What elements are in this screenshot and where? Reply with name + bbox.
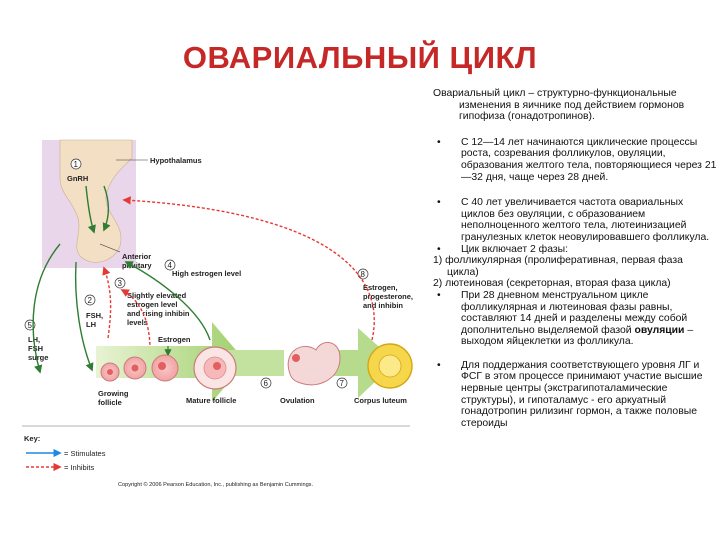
intro-text: Овариальный цикл – структурно-функционал… <box>433 88 685 123</box>
anterior-label: Anterior <box>122 252 151 261</box>
bullet-4: •При 28 дневном менструальном цикле фолл… <box>437 289 694 348</box>
estrogen-prog-line-2: progesterone, <box>363 292 413 301</box>
ovulation-label: Ovulation <box>280 396 315 405</box>
estrogen-prog-line-1: Estrogen, <box>363 283 398 292</box>
estrogen-prog-line-3: and inhibin <box>363 301 403 310</box>
inhibin-arrow <box>102 266 112 339</box>
bullet-2: •С 40 лет увеличивается частота овариаль… <box>437 197 710 243</box>
growing-label-2: follicle <box>98 398 122 407</box>
lh-surge-arrow <box>32 243 61 374</box>
oocyte-2 <box>131 364 139 372</box>
stimulates-key-label: = Stimulates <box>64 449 106 458</box>
phase-2: 2) лютеиновая (секреторная, вторая фаза … <box>433 278 671 290</box>
slightly-line-1: Slightly elevated <box>127 291 187 300</box>
step-7-number: 7 <box>340 379 345 388</box>
slightly-line-4: levels <box>127 318 148 327</box>
gnrh-stimulates-arrow-2 <box>102 185 111 232</box>
step-7-marker <box>336 377 348 389</box>
bullet-5: •Для поддержания соответствующего уровня… <box>437 359 703 429</box>
step-4-marker <box>164 259 176 271</box>
mature-oocyte <box>213 362 221 370</box>
corpus-luteum-core <box>378 354 402 378</box>
fsh-label: FSH, <box>86 311 103 320</box>
text-panel: Овариальный цикл – структурно-функционал… <box>433 88 717 429</box>
step-1-marker <box>70 158 82 170</box>
page-title: ОВАРИАЛЬНЫЙ ЦИКЛ <box>182 40 538 75</box>
lh-surge-line-3: surge <box>28 353 48 362</box>
growing-label-1: Growing <box>98 389 129 398</box>
oocyte-3 <box>158 362 166 370</box>
bullet-3: •Цик включает 2 фазы: <box>437 243 569 255</box>
released-oocyte <box>292 354 300 362</box>
ovulation-follicle <box>287 342 341 386</box>
step-2-marker <box>84 294 96 306</box>
pituitary-pointer <box>99 243 121 253</box>
fsh-lh-arrow <box>74 261 94 372</box>
hypothalamus-label: Hypothalamus <box>150 156 202 165</box>
pituitary-shape <box>59 139 133 263</box>
bullet-1: •С 12—14 лет начинаются циклические проц… <box>437 136 717 183</box>
step-6-marker <box>260 377 272 389</box>
lh-label: LH <box>86 320 96 329</box>
rising-inhibin-arrow <box>120 289 151 351</box>
estrogen-label: Estrogen <box>158 335 191 344</box>
mature-label: Mature follicle <box>186 396 236 405</box>
slightly-line-2: estrogen level <box>127 300 177 309</box>
inhibits-key-label: = Inhibits <box>64 463 94 472</box>
copyright-text: Copyright © 2006 Pearson Education, Inc.… <box>118 481 313 488</box>
step-2-number: 2 <box>88 296 93 305</box>
pituitary-label: pituitary <box>122 261 152 270</box>
high-estrogen-arrow <box>124 261 211 341</box>
gnrh-label: GnRH <box>67 174 88 183</box>
corpus-arrow <box>320 328 396 398</box>
oocyte-1 <box>107 369 113 375</box>
phase-1: 1) фолликулярная (пролиферативная, перва… <box>433 255 683 278</box>
luteal-inhibition-arrow <box>122 196 375 341</box>
step-5-number: 5 <box>28 321 33 330</box>
high-estrogen-label: High estrogen level <box>172 269 241 278</box>
step-3-number: 3 <box>118 279 123 288</box>
step-3-marker <box>114 277 126 289</box>
step-4-number: 4 <box>168 261 173 270</box>
slightly-line-3: and rising inhibin <box>127 309 190 318</box>
key-label: Key: <box>24 434 40 443</box>
step-6-number: 6 <box>264 379 269 388</box>
step-1-number: 1 <box>74 160 79 169</box>
step-8-number: 8 <box>361 270 366 279</box>
gnrh-stimulates-arrow <box>85 185 96 234</box>
corpus-label: Corpus luteum <box>354 396 407 405</box>
